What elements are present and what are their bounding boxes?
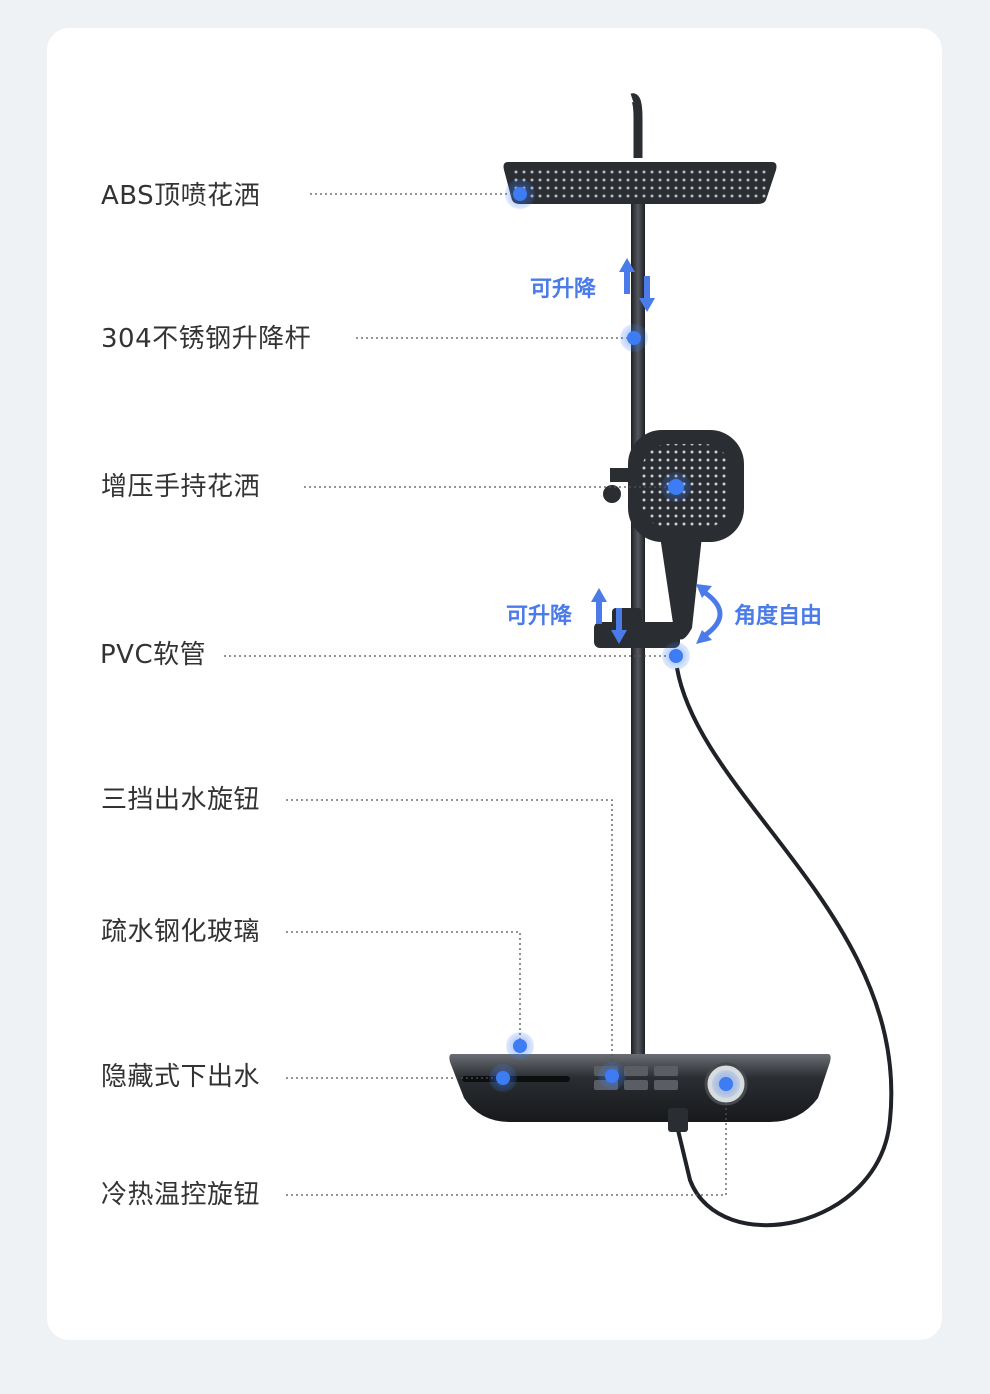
label-hose: PVC软管 [100, 640, 207, 670]
product-card [47, 28, 942, 1340]
leader-temp [286, 1104, 727, 1196]
hotspot-rod [620, 324, 648, 352]
lift-arrows-lower-icon [591, 588, 627, 644]
pvc-hose [675, 667, 894, 1228]
tag-lift-lower: 可升降 [506, 604, 573, 629]
shower-arm [630, 93, 643, 158]
handheld-shower [628, 430, 744, 640]
lift-arrows-upper-icon [619, 258, 655, 312]
leader-lines [224, 193, 727, 1196]
tag-angle: 角度自由 [734, 604, 823, 629]
hotspot-glass [506, 1032, 534, 1060]
hotspot-outlet [489, 1064, 517, 1092]
label-rod: 304不锈钢升降杆 [101, 324, 312, 354]
rotate-arrow-icon [696, 584, 723, 644]
leader-glass [286, 931, 521, 1046]
label-handheld: 增压手持花洒 [101, 472, 261, 502]
hotspot-temp [712, 1070, 740, 1098]
hotspot-hose [662, 642, 690, 670]
slide-bracket [594, 608, 680, 648]
tag-lift-upper: 可升降 [530, 277, 597, 302]
top-shower-head [503, 162, 777, 204]
hotspots [489, 179, 740, 1098]
wall-bracket [603, 468, 632, 503]
hotspot-top-shower [505, 179, 535, 209]
label-top-shower: ABS顶喷花洒 [101, 181, 261, 211]
hotspot-handheld [661, 472, 691, 502]
hotspot-knob3 [598, 1062, 626, 1090]
label-temp: 冷热温控旋钮 [101, 1180, 261, 1210]
label-outlet: 隐藏式下出水 [101, 1062, 261, 1092]
leader-knob3 [286, 799, 613, 1076]
label-knob3: 三挡出水旋钮 [101, 785, 261, 815]
label-glass: 疏水钢化玻璃 [101, 917, 261, 947]
